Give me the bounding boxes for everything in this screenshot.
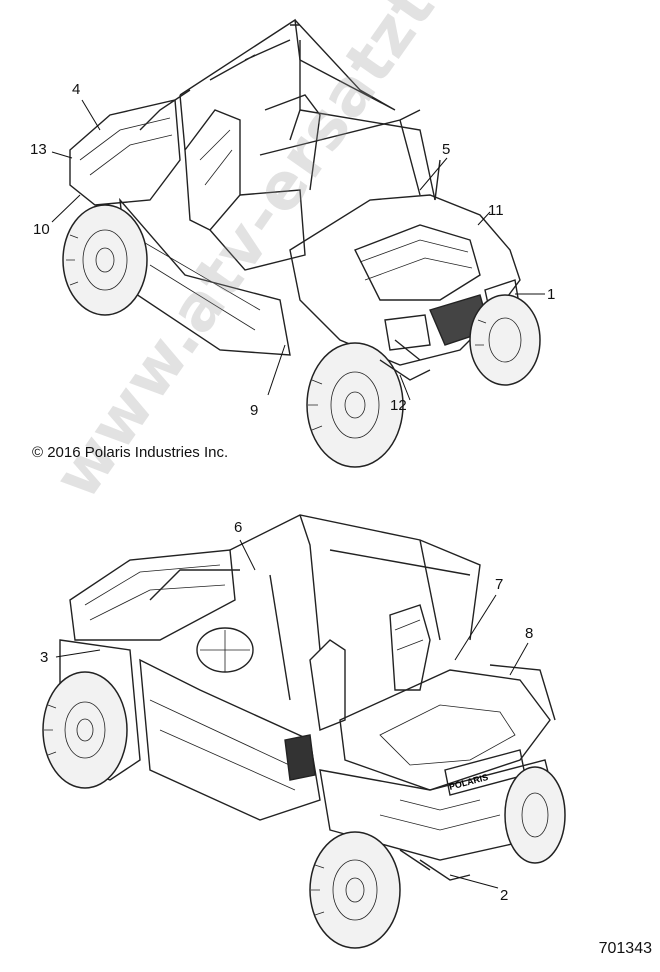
callout-6: 6 bbox=[234, 519, 243, 536]
callout-2: 2 bbox=[500, 887, 509, 904]
callout-3: 3 bbox=[40, 649, 49, 666]
leader-lines bbox=[51, 99, 545, 889]
callout-8: 8 bbox=[525, 625, 534, 642]
rear-left-tire-lower bbox=[309, 831, 401, 949]
rear-left-tire bbox=[62, 204, 148, 316]
callout-1: 1 bbox=[547, 286, 556, 303]
front-right-tire bbox=[469, 294, 541, 386]
callout-4: 4 bbox=[72, 81, 81, 98]
top-vehicle bbox=[62, 18, 541, 468]
callout-12: 12 bbox=[390, 397, 407, 414]
front-left-tire bbox=[306, 342, 404, 468]
callout-13: 13 bbox=[30, 141, 47, 158]
callout-7: 7 bbox=[495, 576, 504, 593]
bottom-vehicle bbox=[42, 514, 566, 949]
callout-11: 11 bbox=[488, 202, 504, 219]
copyright-notice: © 2016 Polaris Industries Inc. bbox=[32, 444, 229, 461]
figure-number: 701343 bbox=[598, 940, 652, 957]
front-left-tire-lower bbox=[42, 671, 128, 789]
callout-5: 5 bbox=[442, 141, 451, 158]
rear-right-tire-lower bbox=[504, 766, 566, 864]
callout-9: 9 bbox=[250, 402, 259, 419]
callout-10: 10 bbox=[33, 221, 50, 238]
